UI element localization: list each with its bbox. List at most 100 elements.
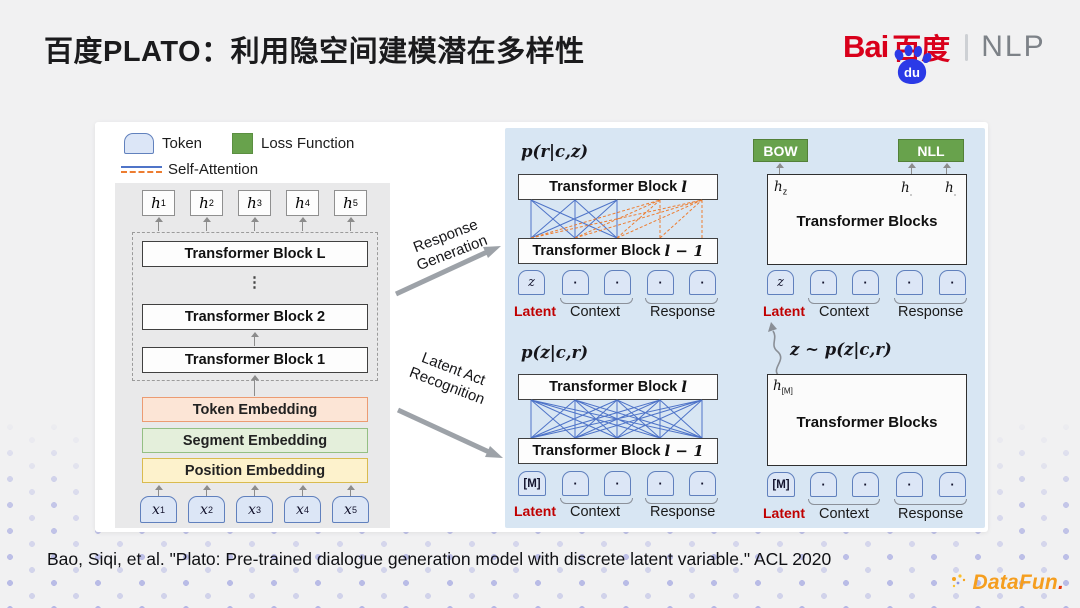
gen-context-token: · (604, 270, 631, 295)
response-generation-arrow-icon (394, 246, 501, 297)
position-embedding-bar: Position Embedding (142, 458, 368, 483)
gen-transformer-blocks-box (767, 174, 967, 265)
logo-divider (965, 33, 969, 61)
arrow-up-icon (250, 375, 259, 396)
legend-loss-label: Loss Function (261, 135, 355, 152)
token-embedding-bar: Token Embedding (142, 397, 368, 422)
vertical-ellipsis: ⋮ (247, 274, 262, 291)
gen-transformer-blocks-label: Transformer Blocks (796, 213, 938, 230)
baidu-nlp-logo: Bai du 百度 NLP (843, 26, 1046, 84)
arrow-up-icon (202, 485, 211, 496)
arrow-up-icon (298, 217, 307, 231)
hidden-hz: hz (774, 179, 788, 197)
genout-response-token: · (939, 270, 966, 295)
gen-latent-token: z (518, 270, 545, 295)
gen-response-token: · (647, 270, 674, 295)
genout-context-token: · (852, 270, 879, 295)
arrow-up-icon (907, 163, 916, 174)
recogout-mask-token: [M] (767, 472, 795, 497)
genout-latent-token: z (767, 270, 794, 295)
hidden-h-dot: h. (901, 180, 913, 198)
arrow-up-icon (250, 332, 259, 346)
recog-latent-label: Latent (514, 503, 556, 519)
genout-response-label: Response (898, 304, 964, 320)
slide-title: 百度PLATO：利用隐空间建模潜在多样性 (44, 36, 585, 68)
hidden-h-mask: h[M] (773, 378, 793, 396)
recogout-response-token: · (939, 472, 966, 497)
legend-token-label: Token (162, 135, 203, 152)
underbrace (808, 499, 880, 505)
recog-transformer-blocks-label: Transformer Blocks (796, 414, 938, 431)
recog-response-token: · (689, 471, 716, 496)
recog-transformer-blocks-box (767, 374, 967, 466)
baidu-logo-du: du (904, 65, 920, 80)
formula-p-z-cr: p(z|c,r) (521, 343, 589, 362)
arrow-up-icon (775, 163, 784, 174)
gen-attention-lines (530, 199, 703, 239)
legend-token-swatch (124, 133, 154, 154)
genout-response-token: · (896, 270, 923, 295)
arrow-up-icon (942, 163, 951, 174)
recogout-context-token: · (852, 472, 879, 497)
gen-response-label: Response (650, 304, 716, 320)
recogout-response-label: Response (898, 506, 964, 522)
bow-loss-box: BOW (753, 139, 808, 162)
recogout-context-token: · (810, 472, 837, 497)
nlp-label: NLP (981, 30, 1046, 63)
underbrace (894, 499, 967, 505)
transformer-block-2: Transformer Block 2 (142, 304, 368, 330)
gen-response-token: · (689, 270, 716, 295)
legend-loss-swatch (232, 133, 253, 154)
transformer-block-1: Transformer Block 1 (142, 347, 368, 373)
baidu-logo-bai: Bai (843, 29, 889, 64)
citation-text: Bao, Siqi, et al. "Plato: Pre-trained di… (47, 549, 832, 569)
formula-z-sample: z ~ p(z|c,r) (790, 340, 892, 359)
arrow-up-icon (250, 485, 259, 496)
gen-context-label: Context (570, 304, 620, 320)
recogout-latent-label: Latent (763, 505, 805, 521)
segment-embedding-bar: Segment Embedding (142, 428, 368, 453)
recog-context-token: · (562, 471, 589, 496)
sample-z-squiggle-arrow-icon (768, 322, 782, 377)
recog-context-token: · (604, 471, 631, 496)
legend-attention-label: Self-Attention (168, 161, 259, 178)
arrow-up-icon (250, 217, 259, 231)
datafun-logo: DataFun. (950, 571, 1064, 595)
legend-attention-swatch (121, 166, 162, 173)
arrow-up-icon (346, 217, 355, 231)
recog-attention-lines (530, 399, 703, 439)
gen-latent-label: Latent (514, 303, 556, 319)
recogout-response-token: · (896, 472, 923, 497)
genout-latent-label: Latent (763, 303, 805, 319)
hidden-h-dot: h. (945, 180, 957, 198)
arrow-up-icon (298, 485, 307, 496)
genout-context-label: Context (819, 304, 869, 320)
nll-loss-box: NLL (898, 139, 964, 162)
recog-response-label: Response (650, 504, 716, 520)
arrow-up-icon (202, 217, 211, 231)
latent-act-recognition-arrow-icon (396, 407, 503, 458)
formula-p-r-cz: p(r|c,z) (521, 142, 589, 161)
arrow-up-icon (154, 485, 163, 496)
gen-context-token: · (562, 270, 589, 295)
recog-response-token: · (647, 471, 674, 496)
recogout-context-label: Context (819, 506, 869, 522)
arrow-up-icon (154, 217, 163, 231)
transformer-block-L: Transformer Block L (142, 241, 368, 267)
genout-context-token: · (810, 270, 837, 295)
